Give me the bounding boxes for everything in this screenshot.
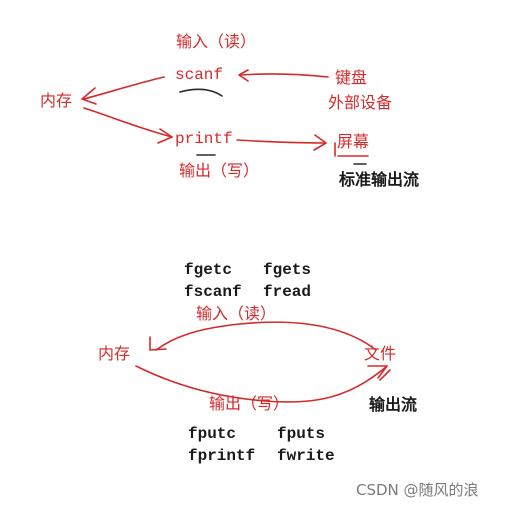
arrowhead-memory-top	[81, 87, 97, 105]
arrow-printf-to-screen	[236, 139, 326, 144]
arrowhead-file	[367, 365, 388, 379]
printf-label: printf	[175, 130, 233, 148]
fgets-label: fgets	[263, 261, 312, 279]
fgetc-label: fgetc	[184, 261, 233, 279]
input-read-label: 输入（读）	[176, 32, 257, 51]
screen-label: 屏幕	[337, 132, 370, 151]
arrowhead-screen	[313, 134, 327, 151]
arrow-memory-to-file	[135, 365, 388, 403]
output-write-label-bottom: 输出（写）	[209, 394, 290, 413]
fread-label: fread	[263, 283, 312, 301]
arrowhead-memory-bottom	[149, 336, 167, 351]
fprintf-label: fprintf	[188, 447, 256, 465]
arrow-keyboard-to-scanf	[239, 73, 329, 78]
fputc-label: fputc	[188, 425, 237, 443]
arrow-file-to-memory	[155, 321, 377, 351]
arrowhead-scanf	[238, 69, 249, 82]
arrow-memory-to-printf	[83, 107, 173, 138]
arrow-scanf-to-memory	[83, 76, 165, 100]
scanf-underline	[179, 88, 223, 97]
fputs-label: fputs	[277, 425, 326, 443]
memory-label-bottom: 内存	[98, 344, 131, 363]
keyboard-label: 键盘	[335, 68, 368, 87]
file-label: 文件	[364, 344, 397, 363]
input-read-label-bottom: 输入（读）	[196, 304, 277, 323]
file-tick	[379, 369, 391, 381]
memory-label-top: 内存	[40, 91, 73, 110]
fscanf-label: fscanf	[184, 283, 242, 301]
scanf-label: scanf	[175, 66, 224, 84]
external-device-label: 外部设备	[328, 93, 393, 112]
output-stream-label: 输出流	[369, 395, 418, 414]
arrowhead-printf	[157, 128, 173, 144]
output-write-label: 输出（写）	[179, 161, 260, 180]
standard-output-stream-label: 标准输出流	[339, 170, 420, 189]
csdn-watermark: CSDN @随风的浪	[356, 481, 479, 499]
fwrite-label: fwrite	[277, 447, 335, 465]
